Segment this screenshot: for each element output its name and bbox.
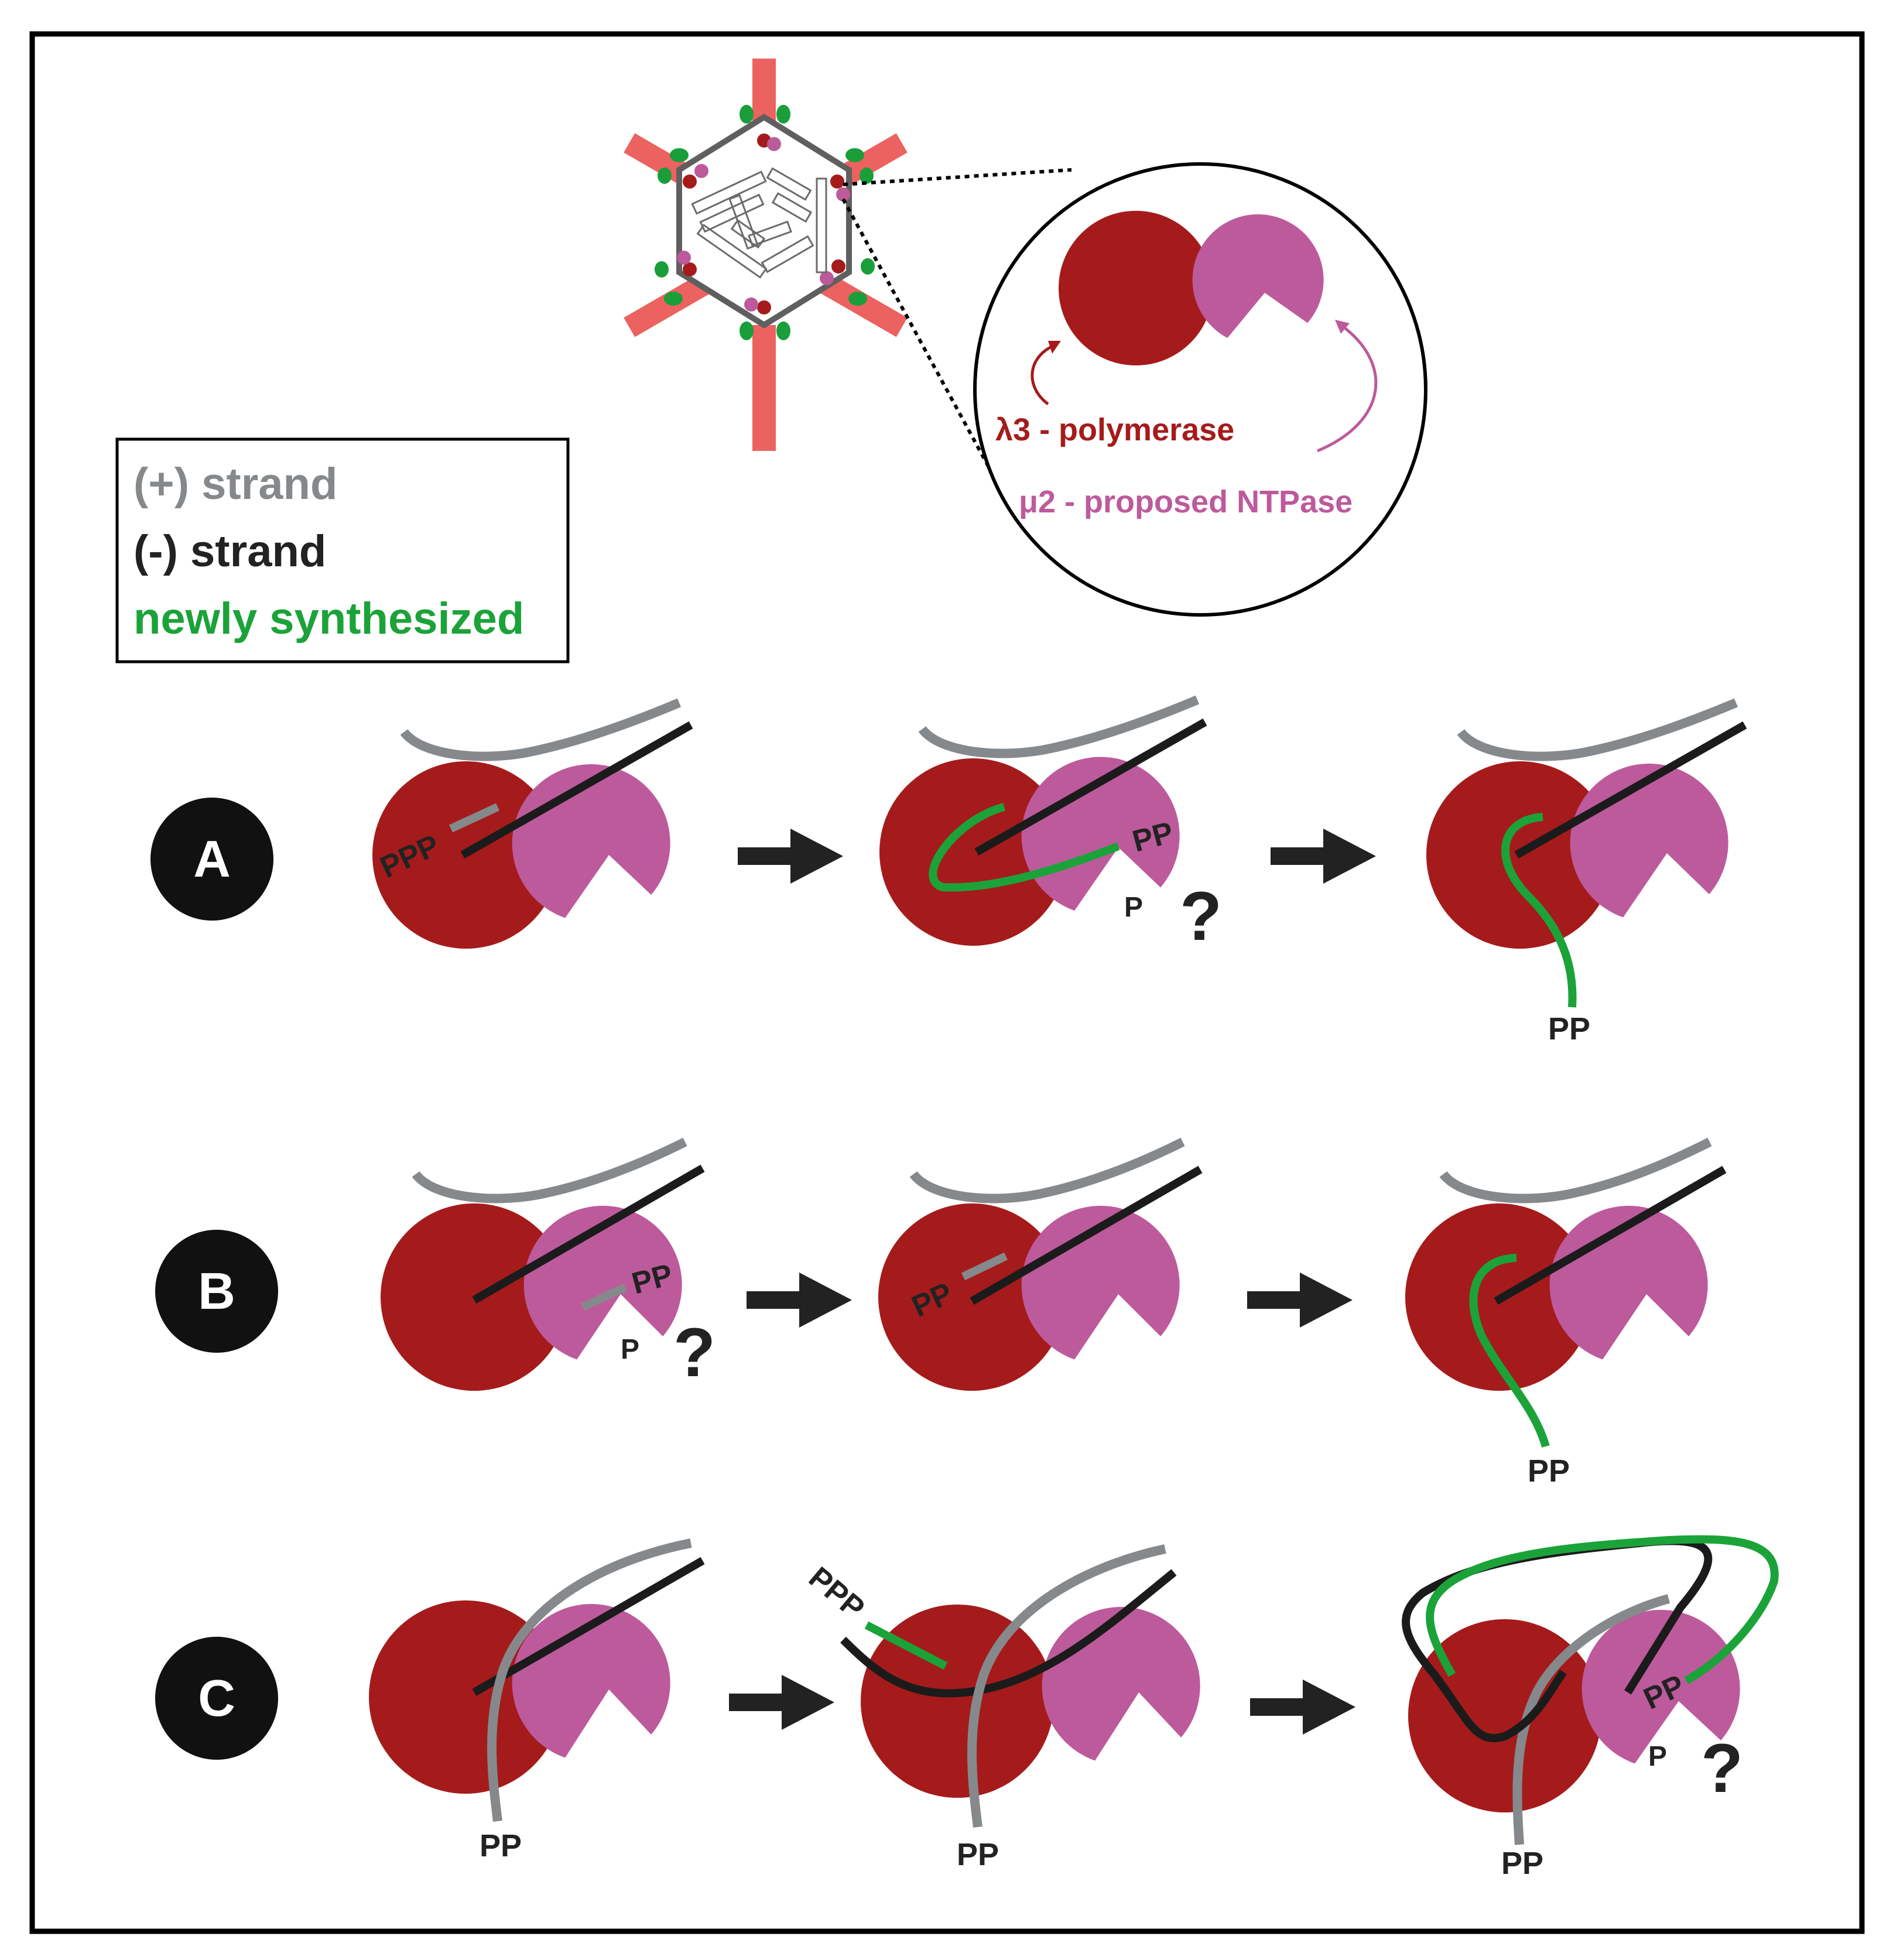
row-a: A PPP PP P ? <box>150 695 1747 1046</box>
complex-a2: PP P ? <box>879 695 1222 955</box>
plus-strand-fragment <box>961 1252 1008 1281</box>
plus-strand-fragment <box>581 1283 627 1311</box>
plus-strand <box>1457 698 1738 761</box>
polymerase-label: λ3 - polymerase <box>995 412 1234 447</box>
polymerase <box>861 1605 1054 1798</box>
p-label: P <box>621 1334 639 1365</box>
inset-polymerase <box>1059 211 1213 365</box>
ntpase-label: μ2 - proposed NTPase <box>1019 484 1353 519</box>
row-label-circle <box>150 798 273 921</box>
ntpase-pointer-arrow <box>1317 323 1378 453</box>
row-label-circle <box>155 1230 278 1353</box>
pp-label: PP <box>957 1837 999 1872</box>
new-strand <box>1501 813 1577 1008</box>
p-label: P <box>1648 1741 1667 1772</box>
capsid-shell <box>676 114 852 329</box>
row-label-letter: B <box>198 1262 235 1320</box>
new-strand <box>1469 1254 1550 1448</box>
zoom-line-top <box>843 168 1072 186</box>
inset-ntpase <box>1192 214 1324 338</box>
plus-strand <box>1439 1137 1712 1203</box>
complex-b2: PP <box>878 1137 1203 1391</box>
turret-group <box>655 105 875 340</box>
plus-strand <box>487 1538 692 1822</box>
legend-box <box>115 437 570 663</box>
question-mark: ? <box>1180 878 1222 955</box>
complex-b3: PP <box>1405 1137 1727 1489</box>
minus-strand <box>472 1164 705 1304</box>
complex-c3: PP P ? PP <box>1402 1535 1779 1881</box>
step-arrow <box>1247 1273 1353 1328</box>
question-mark: ? <box>1701 1730 1743 1807</box>
complex-c1: PP <box>369 1538 705 1863</box>
pp-label: PP <box>480 1828 522 1863</box>
legend-plus-strand: (+) strand <box>133 459 337 509</box>
row-label-letter: C <box>198 1669 235 1727</box>
minus-strand <box>840 1569 1177 1698</box>
minus-strand <box>472 1557 705 1696</box>
legend-minus-strand: (-) strand <box>133 526 326 576</box>
row-label-letter: A <box>193 830 231 888</box>
polymerase <box>879 758 1067 946</box>
complex-a1: PPP <box>372 698 693 949</box>
plus-strand <box>918 695 1200 758</box>
ntpase <box>1581 1610 1740 1764</box>
inset-circle <box>973 162 1427 617</box>
row-b: B PP P ? PP <box>155 1137 1727 1489</box>
pp-label: PP <box>1548 1011 1590 1046</box>
minus-strand <box>460 721 693 859</box>
inset-zoom: λ3 - polymerase μ2 - proposed NTPase <box>973 162 1427 617</box>
zoom-line-bottom <box>841 198 991 470</box>
minus-strand <box>970 1165 1203 1305</box>
p-label: P <box>1124 892 1143 923</box>
step-arrow <box>729 1675 834 1730</box>
minus-strand <box>1494 1165 1727 1305</box>
plus-strand <box>967 1544 1166 1828</box>
ntpase <box>1021 1206 1180 1360</box>
step-arrow <box>1250 1679 1355 1735</box>
new-strand <box>929 803 1120 892</box>
plus-strand-fragment <box>449 803 499 833</box>
internal-complex-group <box>677 134 850 314</box>
step-arrow <box>1271 829 1376 884</box>
new-strand <box>864 1621 948 1670</box>
minus-strand <box>974 718 1207 856</box>
complex-a3: PP <box>1426 698 1747 1046</box>
plus-strand <box>1512 1594 1670 1845</box>
pp-label: PP <box>1501 1846 1543 1881</box>
ntpase-pointer-head <box>1335 320 1350 334</box>
step-arrow <box>747 1273 852 1328</box>
ntpase <box>1021 757 1180 911</box>
polymerase-pointer-head <box>1048 341 1061 354</box>
complex-b1: PP P ? <box>381 1137 715 1391</box>
minus-strand <box>1514 721 1747 859</box>
step-arrow <box>738 829 843 884</box>
question-mark: ? <box>673 1314 715 1391</box>
new-strand <box>1426 1535 1779 1685</box>
ntpase <box>512 1604 670 1758</box>
polymerase-pointer-arrow <box>1030 344 1055 405</box>
virion-capsid <box>624 59 908 451</box>
row-label-circle <box>155 1637 278 1760</box>
genome-segments <box>691 167 827 279</box>
legend: (+) strand (-) strand newly synthesized <box>115 437 570 663</box>
pp-label: PP <box>1528 1453 1570 1489</box>
plus-strand <box>412 1137 687 1203</box>
plus-strand <box>400 698 682 761</box>
legend-new-strand: newly synthesized <box>133 594 524 644</box>
plus-strand <box>909 1137 1185 1203</box>
